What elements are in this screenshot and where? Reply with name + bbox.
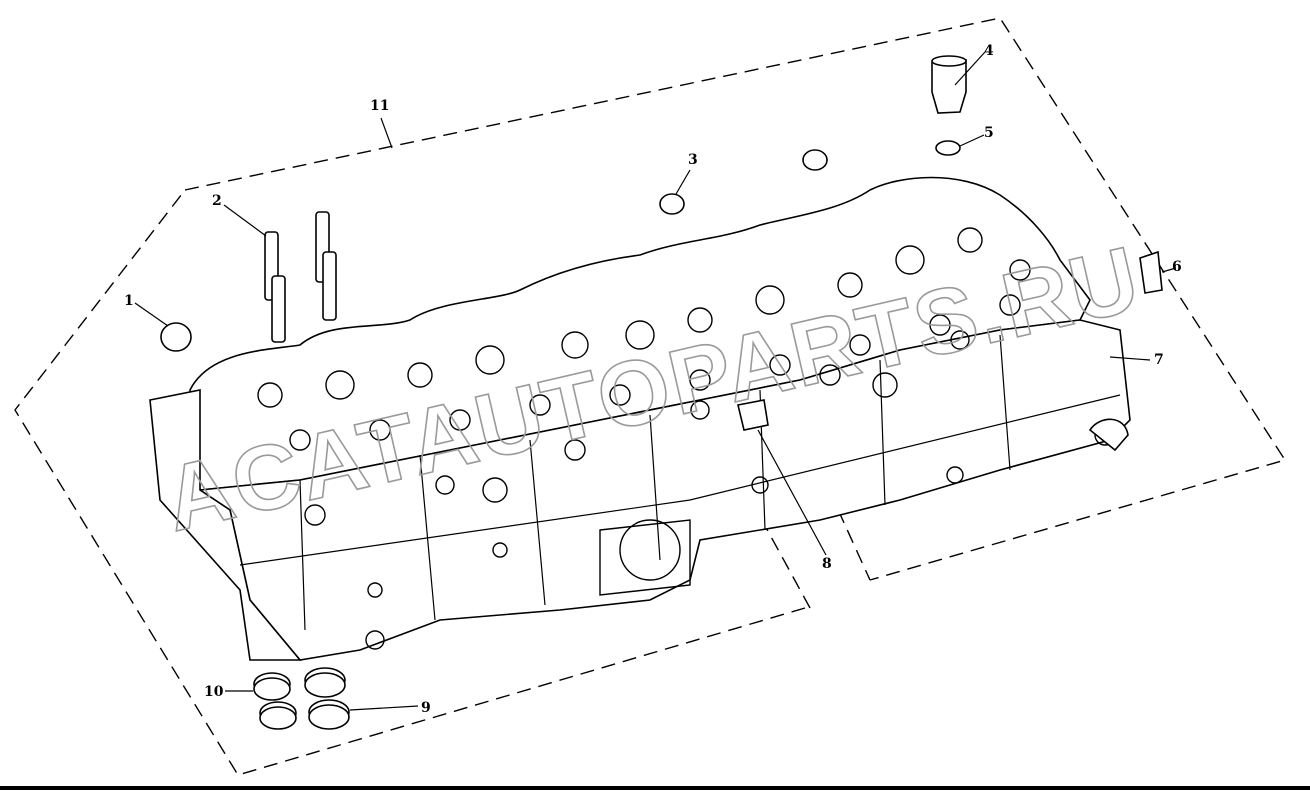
front-bosses: [304, 330, 1116, 650]
assembly-boundary: [14, 17, 1287, 776]
part-7-leader: [1109, 356, 1151, 361]
callout-8: 8: [822, 556, 832, 572]
callout-4: 4: [984, 43, 994, 59]
part-3-plugs: [659, 149, 828, 215]
top-bosses: [257, 227, 1031, 451]
callout-7: 7: [1154, 352, 1164, 368]
head-front-face: [197, 319, 1131, 661]
part-6-cover: [1139, 250, 1177, 294]
callout-2: 2: [212, 193, 222, 209]
callout-10: 10: [204, 684, 224, 700]
callout-5: 5: [984, 125, 994, 141]
head-top-surface: [189, 176, 1091, 491]
part-8-sensor: [737, 399, 827, 556]
lifting-eye-rear: [1088, 418, 1129, 452]
part-4-injector-sleeve: [931, 51, 986, 114]
inner-dash-line-2: [819, 469, 871, 581]
callout-1: 1: [124, 293, 134, 309]
bottom-rule: [0, 786, 1310, 790]
callout-11: 11: [370, 98, 389, 114]
part-11-leader: [380, 117, 393, 149]
callout-6: 6: [1172, 259, 1182, 275]
callout-9: 9: [421, 700, 431, 716]
part-5-seal-ring: [935, 134, 985, 156]
part-2-sleeves: [223, 204, 337, 343]
part-1-plug: [134, 302, 192, 352]
part-9-plugs: [304, 667, 419, 730]
part-10-plugs: [225, 672, 297, 730]
head-end-face: [149, 389, 302, 661]
callout-3: 3: [688, 152, 698, 168]
